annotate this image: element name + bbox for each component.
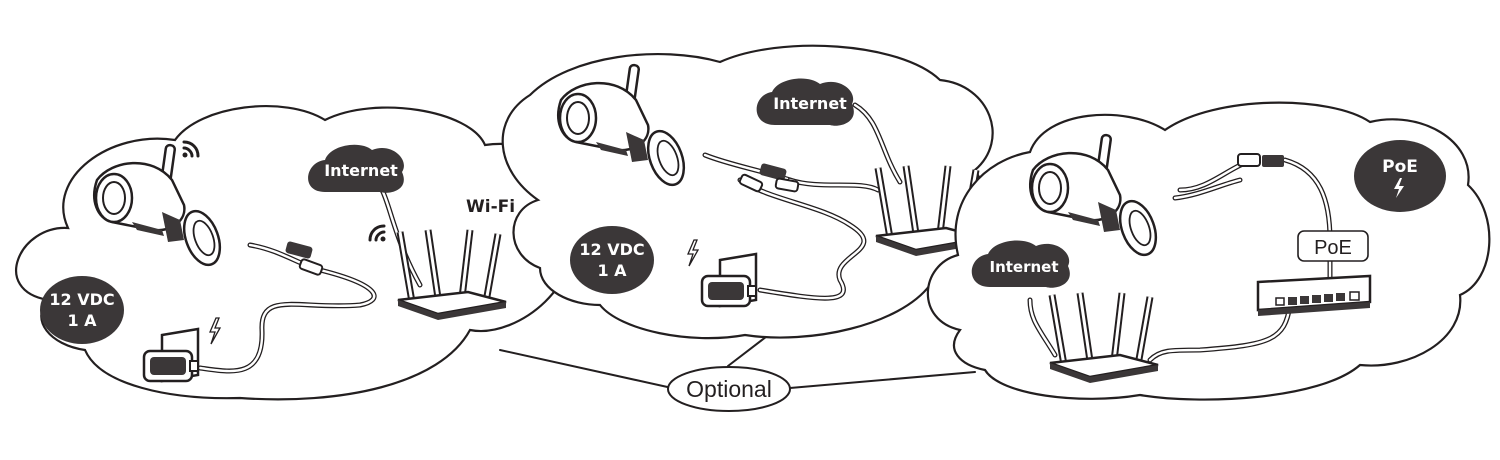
power-spec-badge: 12 VDC 1 A [570,226,654,294]
internet-cloud-badge: Internet [308,144,404,193]
poe-badge: PoE [1354,140,1446,212]
poe-switch-label: PoE [1314,237,1352,259]
power-spec-line2: 1 A [67,311,97,330]
scenario-right-poe: PoE Internet PoE [926,101,1491,401]
internet-label: Internet [773,94,847,113]
power-spec-badge: 12 VDC 1 A [40,276,124,344]
optional-label-group: Optional [667,366,791,412]
internet-cloud-badge: Internet [756,78,854,126]
wifi-signal-icon [182,140,200,158]
optional-label: Optional [686,376,772,402]
poe-switch-label-box: PoE [1297,230,1369,262]
internet-cloud-badge: Internet [971,240,1070,288]
wifi-signal-icon [368,224,386,242]
scenario-left-wifi: Internet Wi-Fi 12 VDC 1 A [15,105,574,401]
poe-badge-label: PoE [1382,157,1418,177]
poe-switch [1256,274,1372,316]
lightning-icon [1394,178,1404,198]
scenario-middle-power: Internet 12 VDC 1 A [501,44,994,340]
power-spec-line1: 12 VDC [579,240,644,259]
power-spec-line2: 1 A [597,261,627,280]
internet-label: Internet [989,258,1058,276]
internet-label: Internet [324,161,398,180]
power-spec-line1: 12 VDC [49,290,114,309]
wifi-label: Wi-Fi [466,197,515,217]
